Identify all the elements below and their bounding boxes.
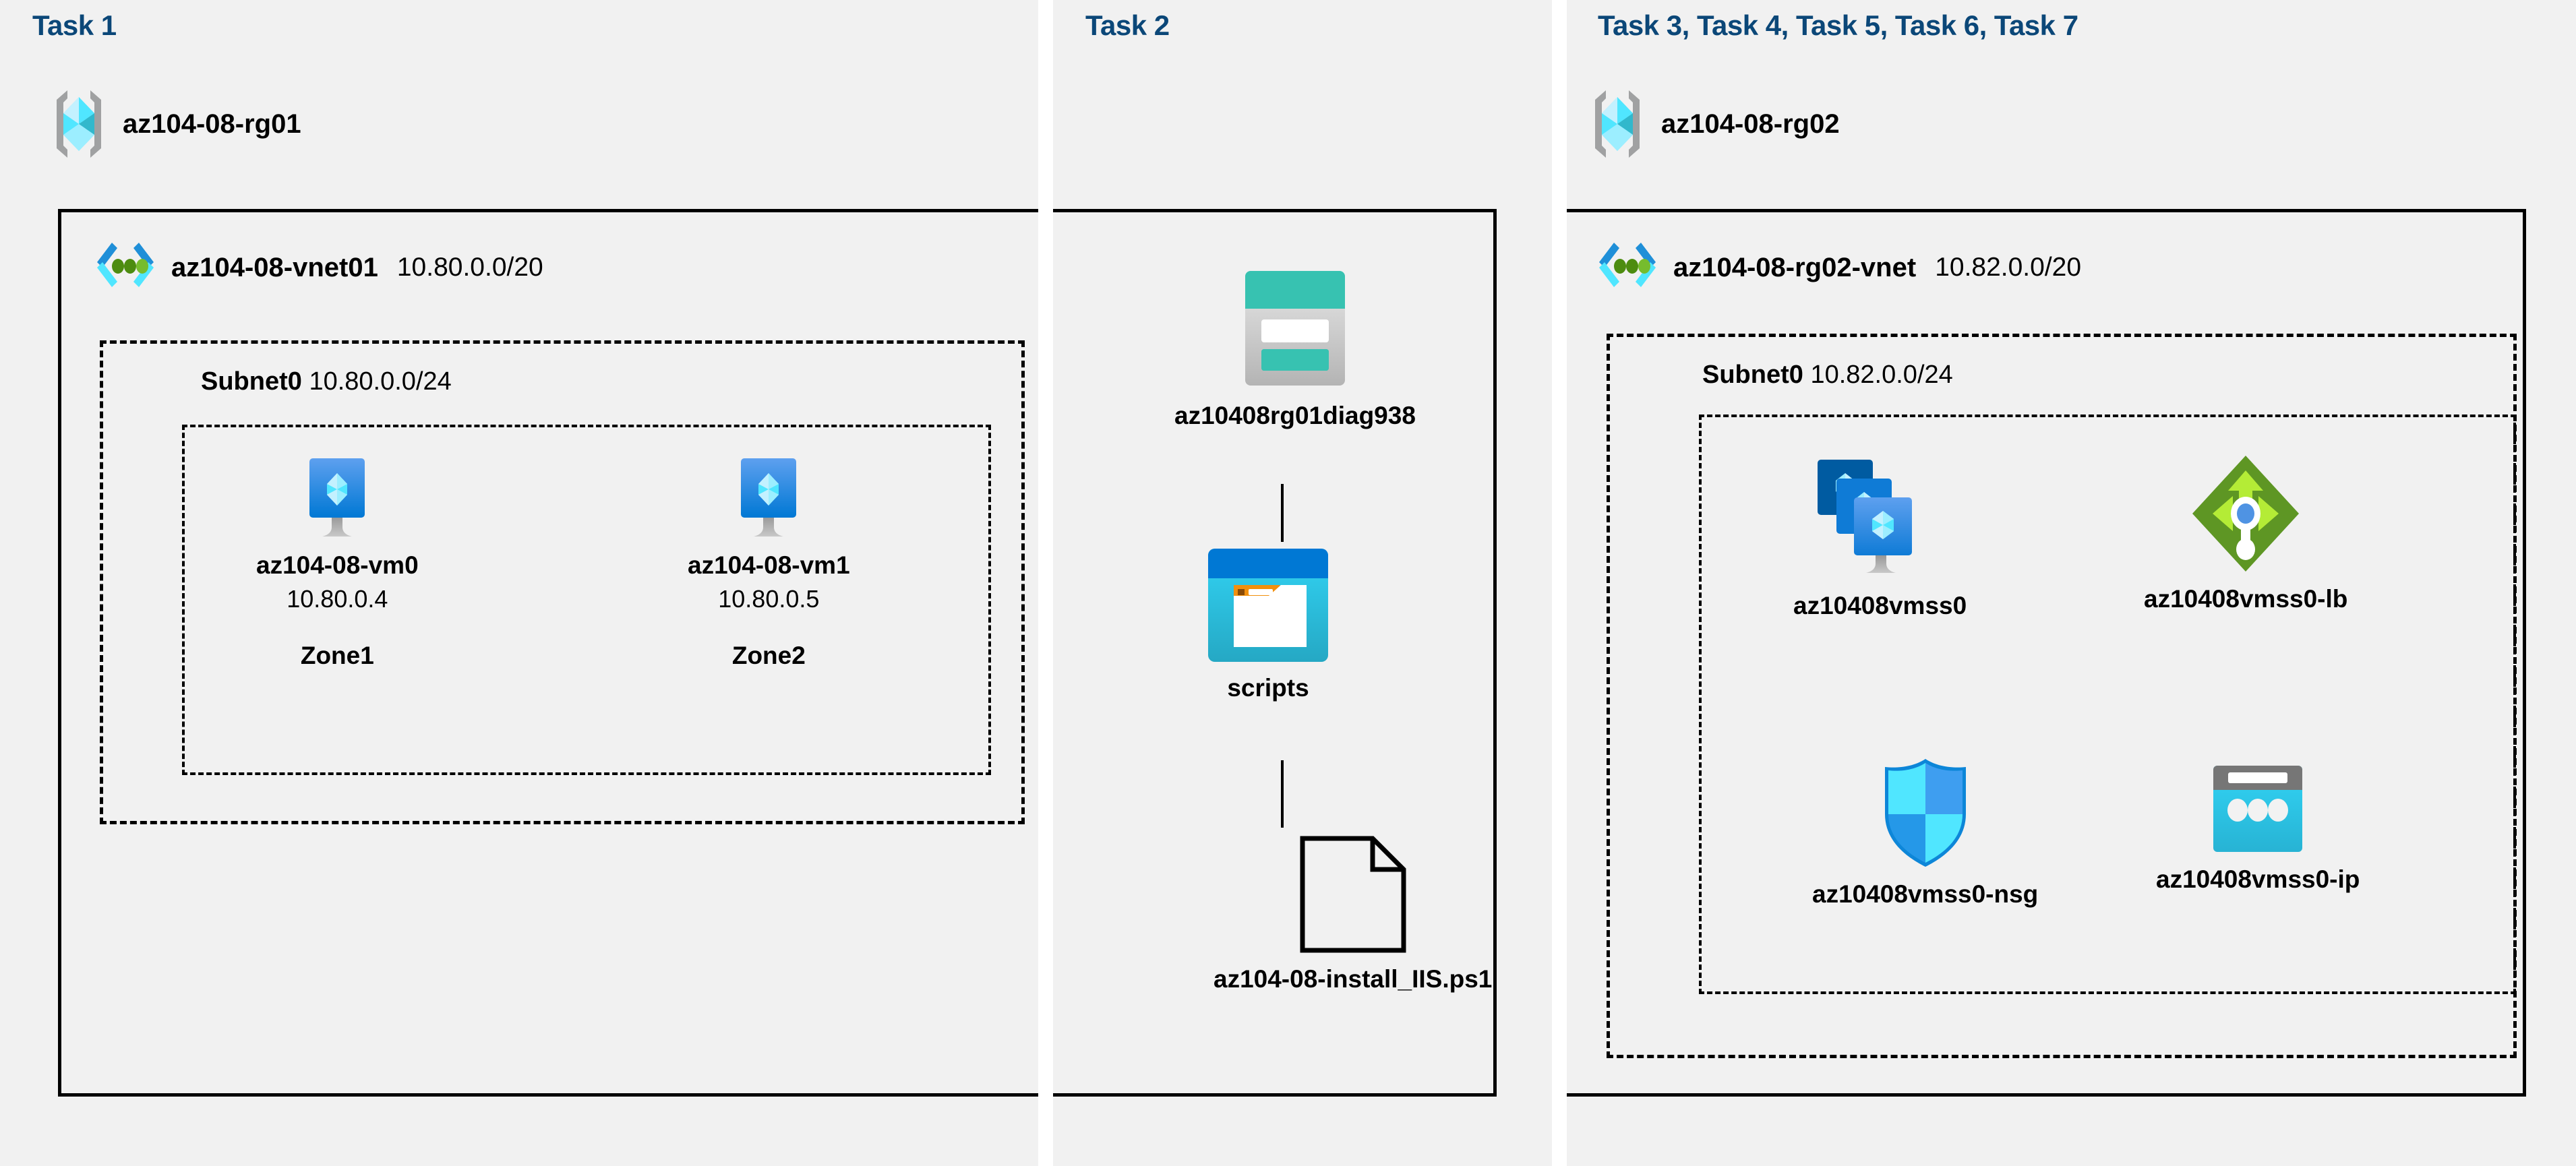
- vm-zone: Zone2: [731, 642, 806, 669]
- task-1-title: Task 1: [32, 9, 117, 41]
- virtual-network-icon: [94, 237, 156, 298]
- network-security-group-name: az10408vmss0-nsg: [1812, 880, 2039, 908]
- connector-storage-to-container: [1281, 484, 1284, 542]
- file-node[interactable]: az104-08-install_IIS.ps1: [1214, 834, 1492, 993]
- vm-node-0[interactable]: az104-08-vm0 10.80.0.4 Zone1: [256, 453, 419, 670]
- vm-scale-set-name: az10408vmss0: [1793, 592, 1967, 619]
- resource-group-icon: [1591, 88, 1644, 160]
- column-gutter-1: [1038, 0, 1053, 1166]
- vnet-cidr: 10.82.0.0/20: [1935, 253, 2082, 282]
- scale-set-resources-boundary: [1699, 415, 2516, 994]
- load-balancer-node[interactable]: az10408vmss0-lb: [2144, 453, 2347, 613]
- file-name: az104-08-install_IIS.ps1: [1214, 965, 1493, 993]
- blob-container-name: scripts: [1227, 674, 1309, 702]
- blob-container-node[interactable]: scripts: [1207, 547, 1329, 702]
- vnet-label-right: az104-08-rg02-vnet 10.82.0.0/20: [1596, 237, 2081, 298]
- subnet-name: Subnet0: [1702, 361, 1803, 389]
- load-balancer-icon: [2190, 453, 2302, 574]
- storage-account-name: az10408rg01diag938: [1174, 402, 1416, 429]
- vm-name: az104-08-vm0: [256, 551, 419, 579]
- task-3-title: Task 3, Task 4, Task 5, Task 6, Task 7: [1598, 9, 2078, 41]
- subnet-cidr: 10.82.0.0/24: [1810, 361, 1953, 389]
- panel-task-1: [0, 0, 1038, 1166]
- column-gutter-2: [1552, 0, 1567, 1166]
- subnet-cidr: 10.80.0.0/24: [309, 367, 452, 396]
- vnet-name: az104-08-rg02-vnet: [1673, 252, 1917, 282]
- file-icon: [1298, 834, 1408, 954]
- virtual-network-icon: [1596, 237, 1658, 298]
- vnet-label-left: az104-08-vnet01 10.80.0.0/20: [94, 237, 543, 298]
- subnet-name: Subnet0: [201, 367, 302, 396]
- connector-container-to-file: [1281, 760, 1284, 828]
- network-security-group-node[interactable]: az10408vmss0-nsg: [1812, 756, 2038, 909]
- resource-group-label: az104-08-rg01: [123, 109, 301, 139]
- vm-scale-set-node[interactable]: az10408vmss0: [1793, 453, 1967, 620]
- network-security-group-icon: [1880, 756, 1971, 869]
- vnet-name: az104-08-vnet01: [171, 252, 378, 282]
- vm-zone: Zone1: [300, 642, 374, 669]
- load-balancer-name: az10408vmss0-lb: [2144, 585, 2348, 613]
- resource-group-rg01: az104-08-rg01: [53, 88, 301, 160]
- storage-account-node[interactable]: az10408rg01diag938: [1174, 264, 1416, 430]
- task-2-title: Task 2: [1085, 9, 1170, 41]
- vm-ip: 10.80.0.4: [287, 585, 388, 613]
- vm-node-1[interactable]: az104-08-vm1 10.80.0.5 Zone2: [688, 453, 850, 670]
- virtual-machine-icon: [295, 453, 380, 541]
- subnet-label-left: Subnet0 10.80.0.0/24: [201, 367, 452, 396]
- panel-task-3: [1565, 0, 2576, 1166]
- vm-name: az104-08-vm1: [688, 551, 850, 579]
- virtual-machine-icon: [726, 453, 811, 541]
- resource-group-label: az104-08-rg02: [1661, 109, 1840, 139]
- vm-ip: 10.80.0.5: [718, 585, 820, 613]
- storage-account-icon: [1234, 264, 1356, 391]
- public-ip-address-icon: [2208, 763, 2308, 855]
- subnet-label-right: Subnet0 10.82.0.0/24: [1702, 361, 1953, 390]
- subnet-boundary-left: [100, 340, 1025, 824]
- availability-zones-boundary: [182, 425, 991, 775]
- vnet-cidr: 10.80.0.0/20: [396, 253, 543, 282]
- vm-scale-set-icon: [1816, 453, 1944, 581]
- blob-container-icon: [1207, 547, 1329, 663]
- vnet-boundary-left: [58, 209, 1497, 1097]
- resource-group-rg02: az104-08-rg02: [1591, 88, 1840, 160]
- resource-group-icon: [53, 88, 105, 160]
- public-ip-address-name: az10408vmss0-ip: [2156, 865, 2360, 893]
- public-ip-address-node[interactable]: az10408vmss0-ip: [2156, 763, 2360, 894]
